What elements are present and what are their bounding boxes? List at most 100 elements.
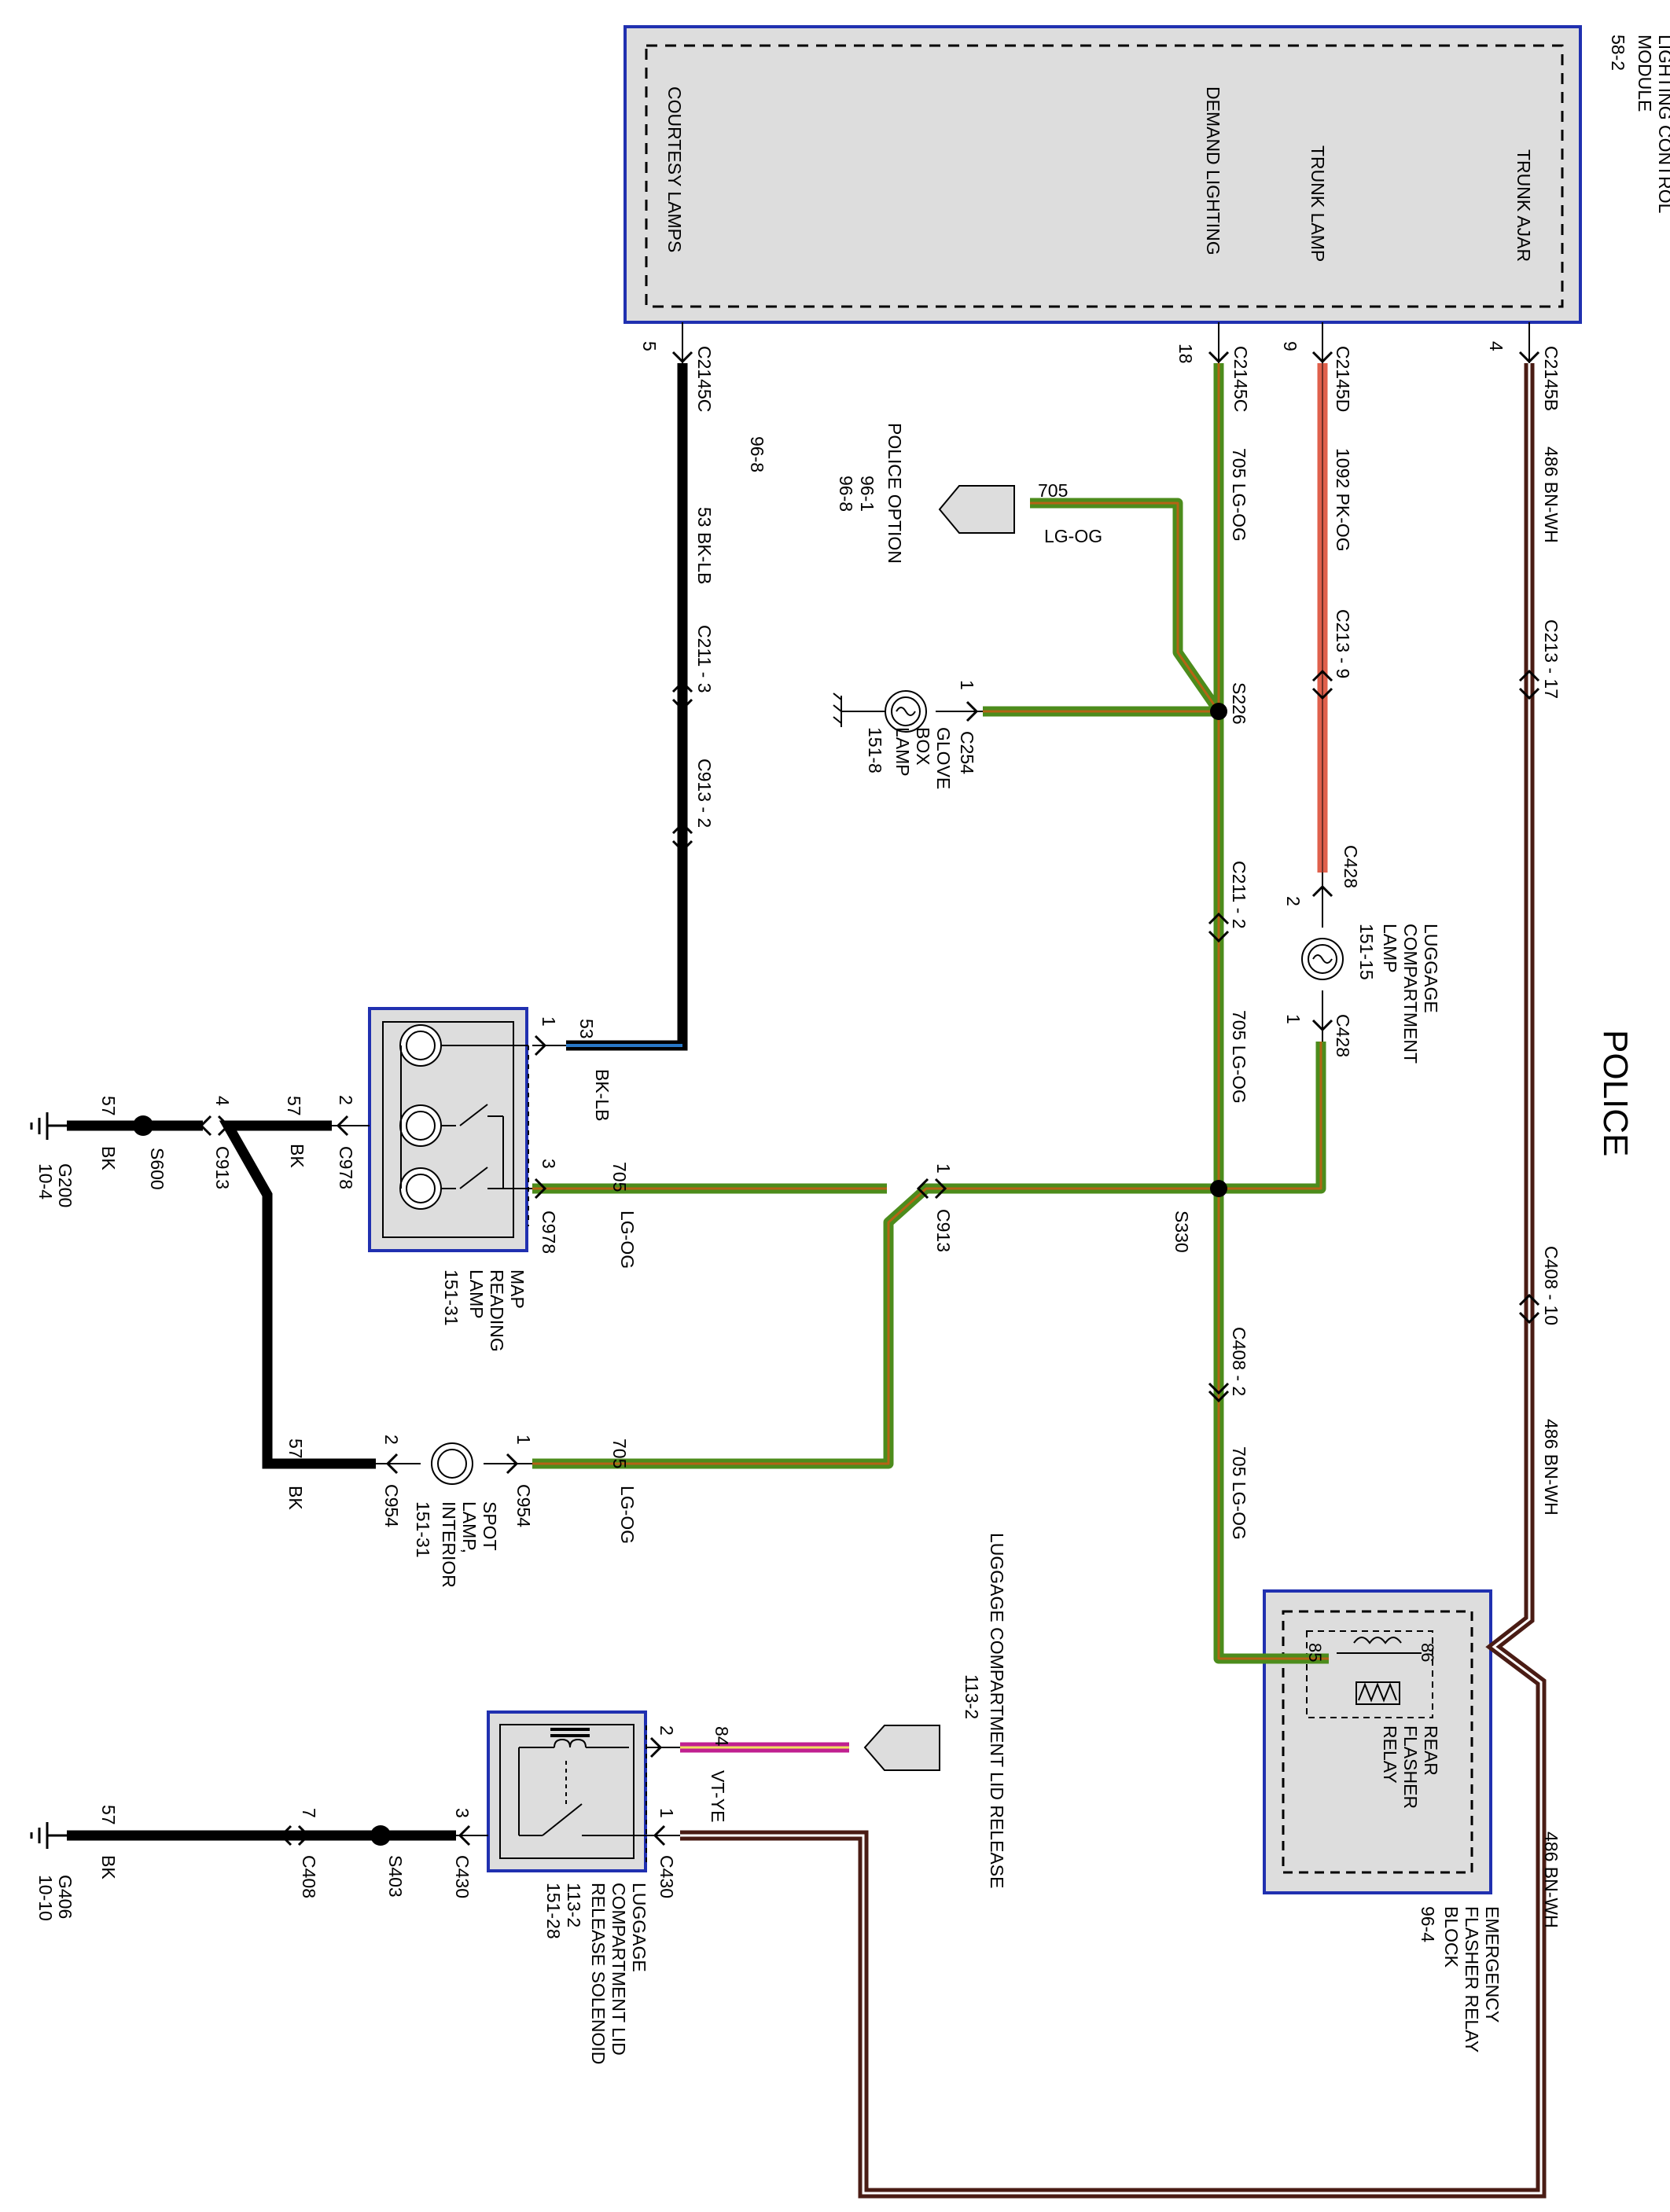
lighting-control-module — [623, 25, 1582, 324]
wire-bk-lb — [566, 363, 688, 1051]
labels-spot-lamp: SPOTLAMP,INTERIOR — [439, 1501, 500, 1588]
labels-s226: S226 — [1229, 682, 1249, 725]
labels-bk-a: BK — [287, 1144, 307, 1168]
labels-vtye: VT-YE — [708, 1770, 728, 1822]
labels-w486-c: 486 BN-WH — [1541, 1832, 1561, 1928]
labels-w1092: 1092 PK-OG — [1333, 448, 1353, 552]
modules-solenoid-ref2: 151-28 — [543, 1883, 564, 1939]
modules-map-lamp-name: MAPREADINGLAMP — [466, 1270, 528, 1352]
labels-c408-pin7: 7 — [299, 1808, 319, 1818]
labels-w705-lgog-a: 705 LG-OG — [1229, 448, 1249, 542]
modules-lcm-pins-trunk-lamp: TRUNK LAMP — [1308, 145, 1328, 262]
labels-c913-2: C913 - 2 — [694, 759, 715, 828]
ground-g200-icon — [30, 1112, 67, 1140]
labels-g406-ref: 10-10 — [35, 1875, 56, 1921]
labels-spot-ref: 151-31 — [413, 1501, 433, 1558]
modules-lcm-name: LIGHTING CONTROLMODULE — [1635, 35, 1670, 214]
map-lamp-bulbs-icon — [399, 1024, 528, 1210]
labels-map-pin1: 1 — [539, 1016, 559, 1027]
diagram-labels: POLICE LIGHTING CONTROLMODULE 58-2COURTESY… — [35, 35, 1670, 2064]
labels-w486-a: 486 BN-WH — [1541, 446, 1561, 543]
labels-c913-left: C913 — [212, 1146, 233, 1189]
modules-flasher-ref: 96-4 — [1418, 1906, 1438, 1942]
labels-lid-release: LUGGAGE COMPARTMENT LID RELEASE — [987, 1533, 1007, 1888]
glove-box-lamp-icon — [885, 690, 927, 733]
splice-s600 — [133, 1115, 153, 1136]
modules-map-lamp-ref: 151-31 — [441, 1270, 462, 1326]
labels-s403: S403 — [385, 1855, 406, 1898]
title: POLICE — [1596, 1030, 1635, 1156]
modules-flasher-name: REARFLASHERRELAY — [1380, 1725, 1441, 1809]
relay-resistor-icon — [1358, 1682, 1397, 1703]
labels-c2145c-18: C2145C — [1230, 346, 1251, 412]
labels-c978-right: C978 — [539, 1211, 559, 1254]
labels-pin18: 18 — [1175, 344, 1196, 364]
labels-c254: C254 — [957, 731, 977, 774]
labels-c428-pin1: 1 — [1283, 1014, 1304, 1024]
labels-w705-po: 705 — [1038, 480, 1068, 501]
connector-stubs — [332, 322, 1530, 1836]
labels-w57-b: 57 — [98, 1096, 119, 1116]
labels-pin9: 9 — [1280, 341, 1300, 351]
labels-c213-17: C213 - 17 — [1541, 619, 1561, 699]
luggage-lamp-icon — [1301, 938, 1344, 980]
labels-sol-pin3: 3 — [452, 1808, 473, 1818]
modules-lcm-pins-courtesy: COURTESY LAMPS — [664, 86, 685, 252]
modules-lcm-ref: 58-2 — [1608, 35, 1628, 71]
labels-g200: G200 — [55, 1163, 75, 1207]
solenoid-symbol-icon — [518, 1728, 646, 1836]
labels-w705-map: 705 — [609, 1162, 630, 1192]
labels-bk-c: BK — [285, 1486, 306, 1510]
modules-solenoid-ref1: 113-2 — [564, 1883, 584, 1927]
labels-c213-9: C213 - 9 — [1333, 609, 1353, 678]
labels-c2145d: C2145D — [1333, 346, 1353, 412]
labels-c913-left-pin4: 4 — [212, 1096, 233, 1106]
labels-w57-c: 57 — [285, 1439, 306, 1459]
splice-s403 — [370, 1825, 391, 1846]
labels-c2145c-5: C2145C — [694, 346, 715, 412]
labels-spot-pin1: 1 — [513, 1435, 534, 1445]
labels-w84: 84 — [712, 1726, 732, 1747]
labels-glove-ref: 151-8 — [865, 727, 885, 773]
labels-c954-left: C954 — [381, 1484, 402, 1527]
modules-solenoid-name: LUGGAGECOMPARTMENT LIDRELEASE SOLENOID — [588, 1883, 649, 2064]
relay-coil-icon — [1353, 1637, 1402, 1644]
labels-w53-bklb-top: 53 BK-LB — [694, 507, 715, 584]
labels-w705-lgog-b: 705 LG-OG — [1229, 1010, 1249, 1104]
labels-pin5: 5 — [639, 341, 660, 351]
spot-lamp-icon — [431, 1442, 473, 1485]
labels-c430-left: C430 — [452, 1855, 473, 1898]
connector-chevrons — [199, 351, 1540, 1846]
labels-w57-d: 57 — [98, 1805, 119, 1825]
labels-g200-ref: 10-4 — [35, 1163, 56, 1200]
labels-spot-pin2: 2 — [381, 1435, 402, 1445]
modules-flasher-pin-86: 86 — [1418, 1643, 1437, 1662]
map-reading-lamp-module — [368, 1007, 529, 1252]
labels-c913-mid: C913 — [933, 1209, 954, 1252]
labels-pin4: 4 — [1486, 341, 1506, 351]
labels-c428-bottom: C428 — [1333, 1014, 1353, 1057]
splice-s330 — [1210, 1180, 1227, 1197]
labels-w705-spot: 705 — [609, 1439, 630, 1468]
labels-w53: 53 — [576, 1019, 597, 1039]
lid-release-solenoid-module — [487, 1710, 647, 1872]
wires-bn-wh — [680, 363, 1547, 2199]
labels-c430-right: C430 — [657, 1855, 677, 1898]
labels-lgog-spot: LG-OG — [617, 1486, 638, 1544]
modules-lcm-pins-demand: DEMAND LIGHTING — [1203, 86, 1223, 255]
labels-bk-b: BK — [98, 1146, 119, 1170]
labels-c428-top: C428 — [1341, 845, 1361, 888]
labels-map-pin3: 3 — [539, 1159, 559, 1169]
ground-g406-icon — [30, 1822, 67, 1849]
labels-ref-96-8-top: 96-8 — [747, 436, 767, 472]
labels-lid-release-ref: 113-2 — [962, 1674, 982, 1719]
labels-glove-box-lamp: GLOVEBOXLAMP — [892, 727, 954, 789]
labels-w57-a: 57 — [284, 1096, 304, 1116]
labels-s600: S600 — [147, 1148, 167, 1190]
police-option-connector-icon — [938, 485, 1015, 534]
labels-po-ref1: 96-1 — [857, 476, 877, 512]
labels-lgog-map: LG-OG — [617, 1211, 638, 1269]
labels-c428-pin2: 2 — [1283, 896, 1304, 906]
modules-lcm-pins-trunk-ajar: TRUNK AJAR — [1514, 149, 1534, 262]
